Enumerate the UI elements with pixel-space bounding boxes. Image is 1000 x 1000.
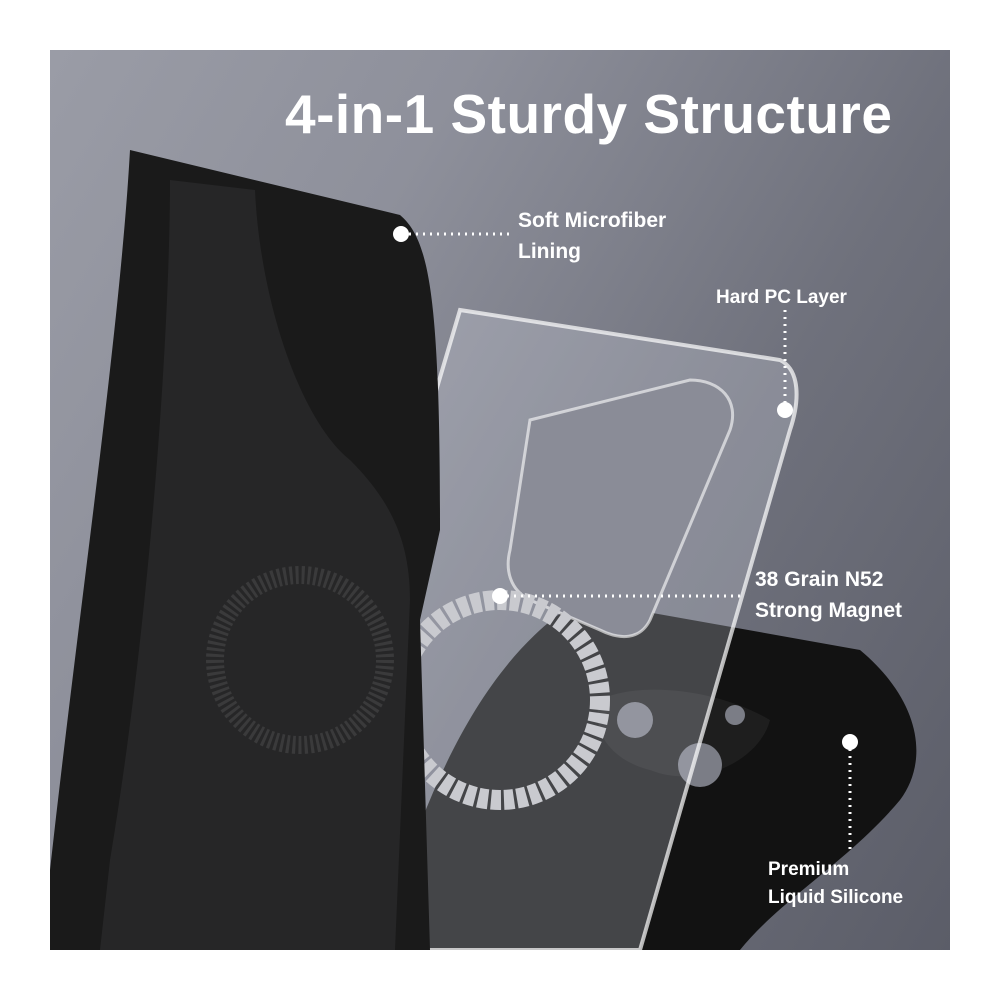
callout-dot-pc <box>777 402 793 418</box>
callout-text: Strong Magnet <box>755 599 902 622</box>
callout-text: Soft Microfiber <box>518 209 667 232</box>
silicone-case-back <box>380 600 917 950</box>
callout-text: Premium <box>768 859 850 880</box>
callout-dot-microfiber <box>393 226 409 242</box>
callout-text: 38 Grain N52 <box>755 568 884 591</box>
callout-microfiber-lining: Soft Microfiber Lining <box>518 205 666 267</box>
callout-hard-pc-layer: Hard PC Layer <box>716 282 847 313</box>
callout-dot-silicone <box>842 734 858 750</box>
callout-text: Liquid Silicone <box>768 887 904 908</box>
callout-liquid-silicone: Premium Liquid Silicone <box>768 856 903 912</box>
callout-text: Hard PC Layer <box>716 287 847 308</box>
callout-dot-magnet <box>492 588 508 604</box>
microfiber-lining <box>100 180 410 950</box>
headline: 4-in-1 Sturdy Structure <box>285 83 893 145</box>
callout-text: Lining <box>518 240 581 263</box>
callout-strong-magnet: 38 Grain N52 Strong Magnet <box>755 564 902 626</box>
callout-leaders <box>402 232 852 850</box>
